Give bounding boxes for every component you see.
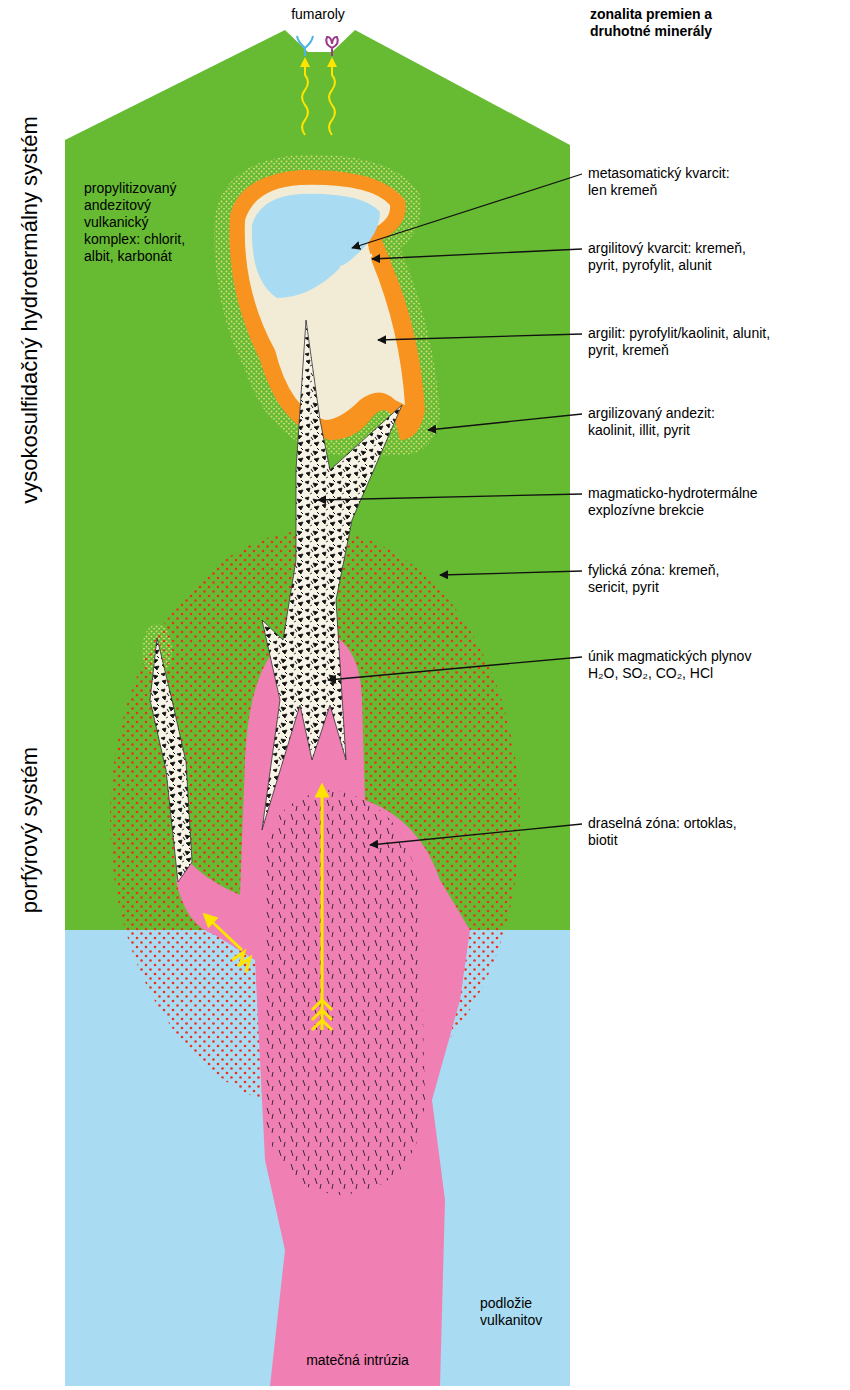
zone-label: argilit: pyrofylit/kaolinit, alunit, pyr… bbox=[588, 325, 778, 359]
leader-line bbox=[378, 334, 582, 340]
unit-label: matečná intrúzia bbox=[285, 1352, 430, 1369]
zone-label: draselná zóna: ortoklas, biotit bbox=[588, 815, 748, 849]
fumarole bbox=[329, 62, 335, 135]
process-label: únik magmatických plynov H₂O, SO₂, CO₂, … bbox=[588, 648, 778, 682]
system-title: vysokosulfidačný hydrotermálny systém bbox=[18, 116, 42, 504]
gas-arrow bbox=[321, 790, 324, 1030]
parent-intrusion bbox=[176, 630, 470, 1386]
breccia-dike bbox=[150, 638, 192, 882]
zone-label: metasomatický kvarcit: len kremeň bbox=[588, 165, 748, 199]
fumarole-plume bbox=[297, 36, 313, 56]
zone-label: fylická zóna: kremeň, sericit, pyrit bbox=[588, 562, 738, 596]
zone-label: propylitizovaný andezitový vulkanický ko… bbox=[84, 180, 204, 265]
fumarole-plume bbox=[326, 37, 338, 56]
leader-line bbox=[440, 571, 582, 575]
argillite bbox=[245, 185, 405, 420]
leader-line bbox=[372, 249, 582, 259]
column-heading: zonalita premien a druhotné minerály bbox=[590, 6, 770, 40]
argilized-andesite bbox=[214, 155, 440, 457]
gas-chevrons bbox=[312, 1000, 332, 1030]
system-title: porfýrový systém bbox=[18, 747, 42, 913]
potassic-zone bbox=[263, 790, 425, 1195]
fumarole-label: fumaroly bbox=[268, 6, 368, 23]
zone-label: argilizovaný andezit: kaolinit, illit, p… bbox=[588, 405, 743, 439]
zone-label: magmaticko-hydrotermálne explozívne brek… bbox=[588, 485, 773, 519]
metasomatic-quartzite bbox=[252, 194, 380, 298]
zone-label: argilitový kvarcit: kremeň, pyrit, pyrof… bbox=[588, 240, 778, 274]
argillic-quartzite bbox=[229, 170, 425, 440]
gas-arrow bbox=[208, 918, 242, 950]
gas-chevrons bbox=[232, 952, 250, 972]
unit-label: podložie vulkanitov bbox=[480, 1295, 565, 1329]
leader-line bbox=[328, 657, 582, 680]
leader-line bbox=[352, 174, 582, 248]
quartzite-vein bbox=[340, 255, 372, 268]
leader-line bbox=[428, 414, 582, 430]
breccia-pipe bbox=[262, 320, 402, 830]
fumarole bbox=[302, 62, 308, 135]
leader-line bbox=[370, 824, 582, 845]
leader-line bbox=[318, 494, 582, 500]
